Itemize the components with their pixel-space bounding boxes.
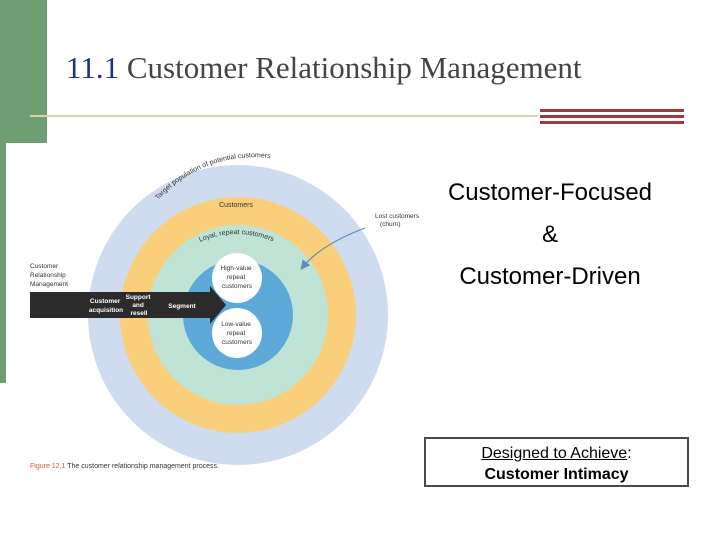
red-accent-bars xyxy=(540,109,684,128)
acquisition-label: Customer acquisition xyxy=(89,298,123,314)
bubble-high-value xyxy=(212,253,262,303)
green-accent-bar xyxy=(0,0,47,143)
heading-line-driven: Customer-Driven xyxy=(459,263,641,290)
box-designed-label: Designed to Achieve xyxy=(481,445,628,462)
lost-customers-label: Lost customers (churn) xyxy=(375,213,420,228)
customers-ring-label: Customers xyxy=(219,202,253,209)
box-intimacy-label: Customer Intimacy xyxy=(484,466,629,483)
box-colon: : xyxy=(627,445,632,462)
high-value-label: High-value repeat customers xyxy=(221,265,254,290)
customer-focus-heading: Customer-Focused & Customer-Driven xyxy=(420,172,680,298)
bubble-low-value xyxy=(212,308,262,358)
heading-line-focused: Customer-Focused xyxy=(447,179,653,206)
figure-caption: Figure 12.1 The customer relationship ma… xyxy=(30,463,219,470)
crm-label: Customer Relationship Management xyxy=(30,263,68,288)
intimacy-box: Designed to Achieve: Customer Intimacy xyxy=(424,437,689,487)
process-arrow xyxy=(30,286,226,324)
green-side-bar xyxy=(0,143,6,383)
title-number: 11.1 xyxy=(66,50,120,85)
low-value-label: Low-value repeat customers xyxy=(221,321,252,346)
title-rule xyxy=(30,115,538,117)
support-label: Support and resell xyxy=(126,294,153,317)
slide-title: 11.1 Customer Relationship Management xyxy=(66,50,581,86)
heading-line-ampersand: & xyxy=(541,221,558,248)
crm-process-diagram: Target population of potential customers… xyxy=(30,152,420,470)
segment-label: Segment xyxy=(168,303,196,310)
title-text: Customer Relationship Management xyxy=(119,50,582,85)
churn-arrow xyxy=(300,227,366,270)
